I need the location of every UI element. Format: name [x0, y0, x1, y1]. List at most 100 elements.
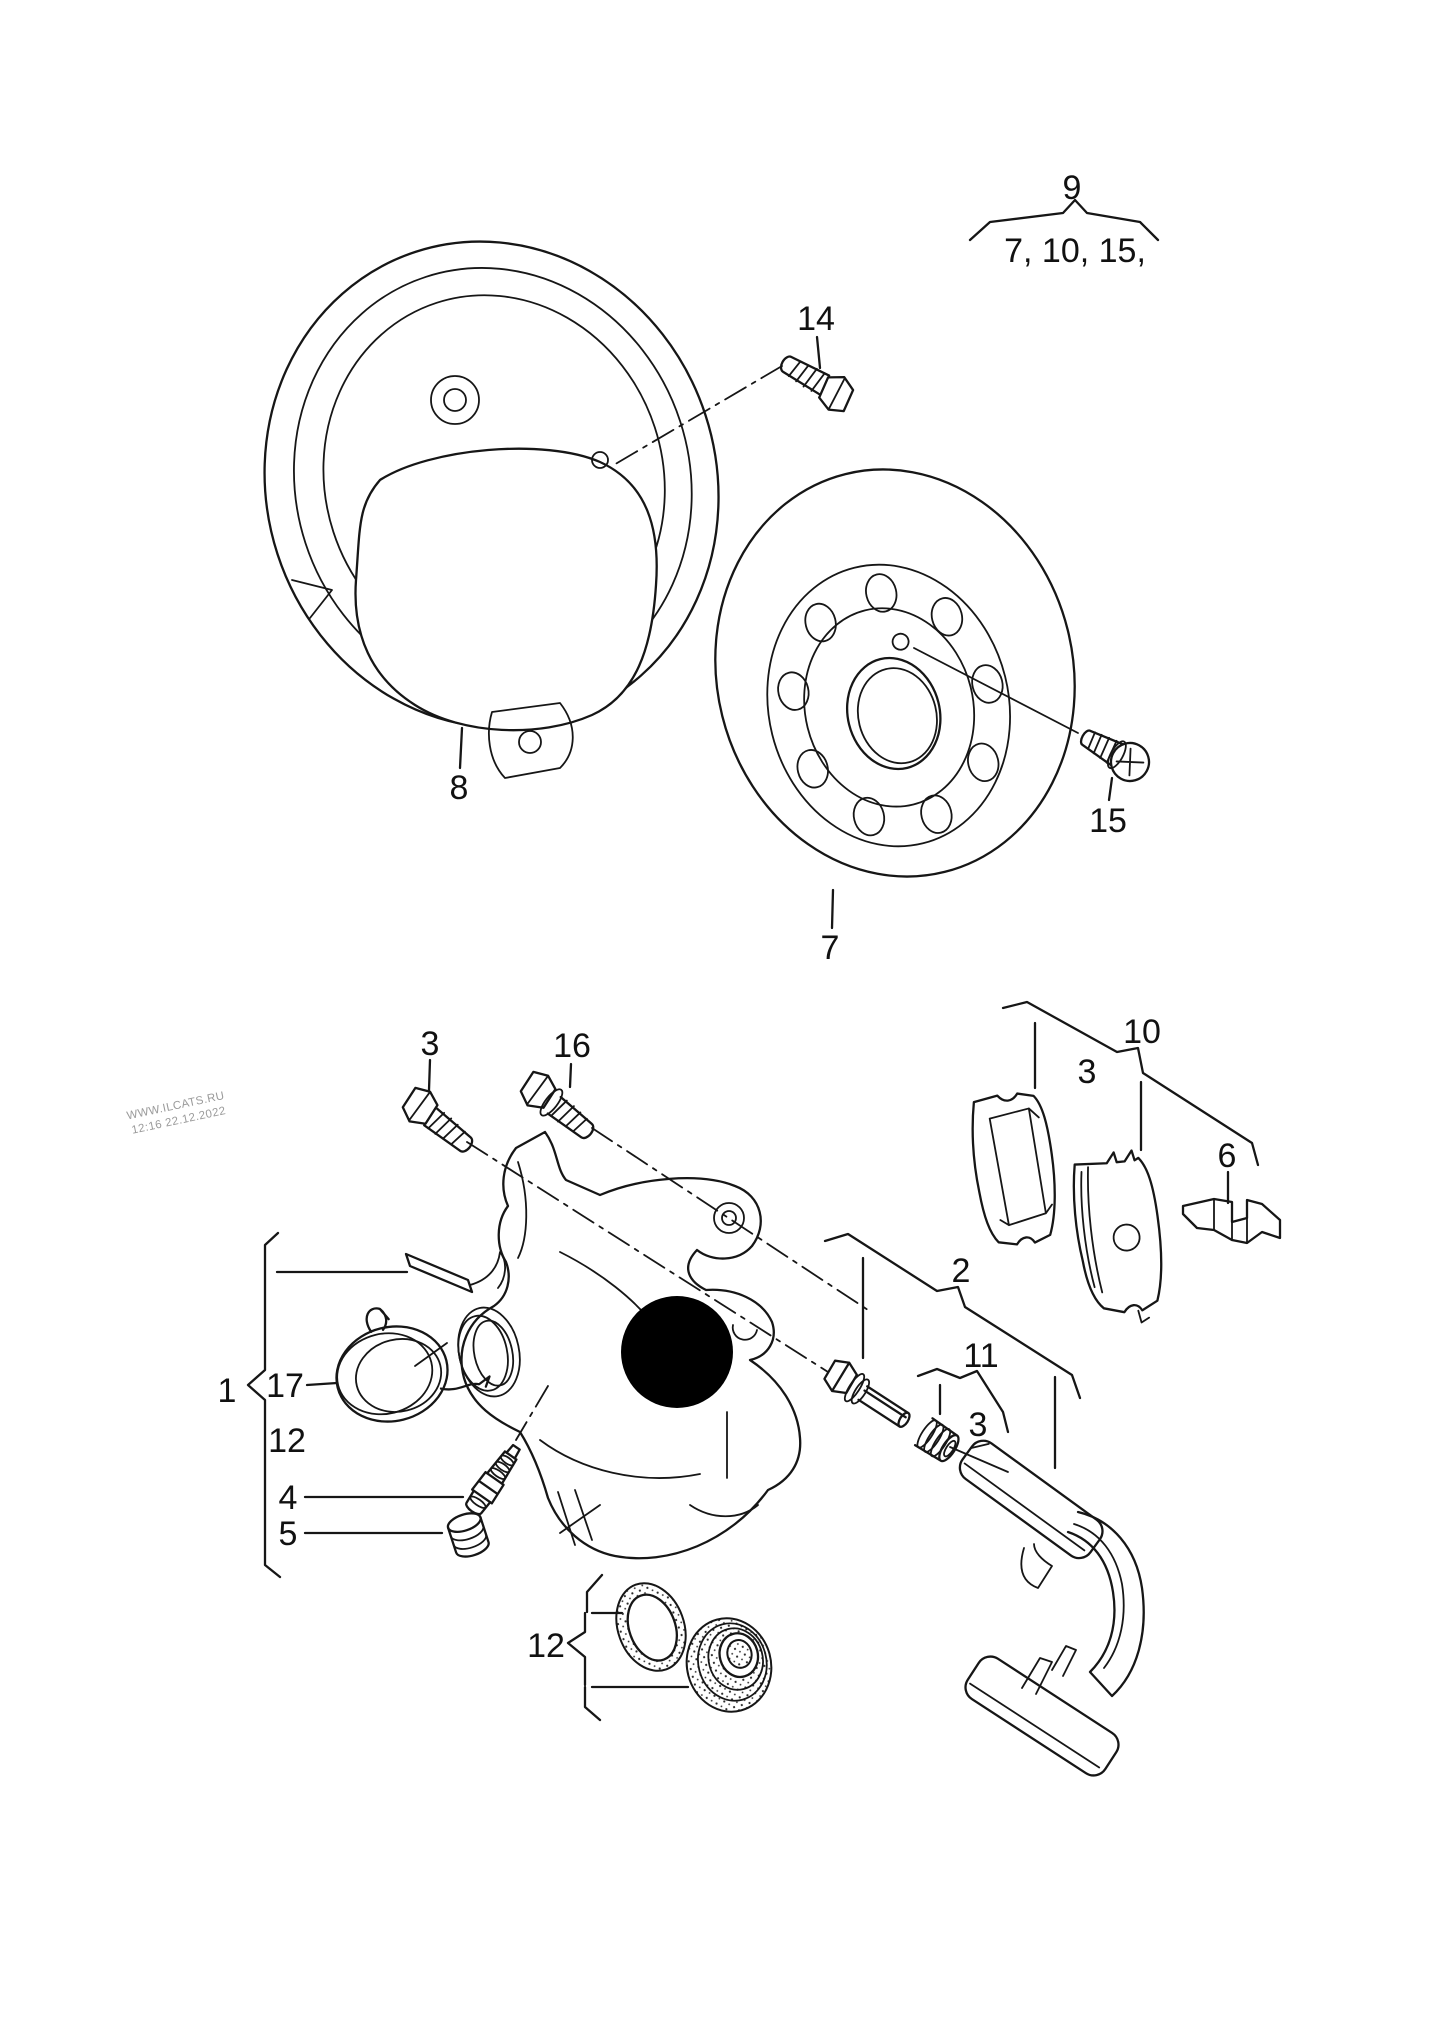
cap-rib	[450, 1524, 488, 1550]
sleeve-bore	[943, 1439, 957, 1458]
thread	[469, 1495, 487, 1509]
shield-lower-hole	[518, 730, 542, 754]
disc-set-screw-hole	[891, 632, 910, 651]
carrier-right-column	[1066, 1510, 1145, 1698]
brake-caliper	[404, 1130, 802, 1560]
callout-10: 10	[1123, 1013, 1161, 1051]
bolt-hole	[852, 796, 886, 837]
callout-14-leader	[815, 335, 822, 370]
callout-2: 2	[952, 1252, 971, 1290]
lever-hook	[469, 1251, 506, 1289]
hex-bolt-14	[779, 355, 855, 413]
spring-tail	[439, 1375, 491, 1391]
callout-3-pads: 3	[1078, 1053, 1097, 1091]
shield-upper-boss-hole	[443, 388, 467, 412]
phillips-cross-icon	[1115, 747, 1145, 777]
bleeder-axis	[515, 1385, 549, 1441]
caliper-flange-line	[517, 1161, 528, 1259]
kit-12-brace	[566, 1573, 604, 1722]
parking-lever-bar	[404, 1252, 474, 1294]
caliper-ear-hole-inner	[721, 1210, 737, 1226]
boot-fold	[707, 1627, 764, 1691]
caliper-contour-bottom	[539, 1439, 701, 1479]
disc-center-bore	[845, 656, 942, 771]
rail-edge	[963, 1442, 1086, 1552]
bleeder-hex	[470, 1470, 505, 1505]
bolt-hole	[804, 602, 837, 643]
carrier-step	[1021, 1645, 1077, 1695]
bolt-threads	[787, 360, 826, 392]
callout-3: 3	[421, 1025, 440, 1063]
callout-8-leader	[458, 726, 464, 770]
carrier-top-tab	[1020, 1543, 1053, 1589]
sleeve-rib	[916, 1419, 938, 1449]
guide-sleeve-11	[913, 1417, 960, 1463]
pad-plate-outline	[971, 1092, 1056, 1246]
callout-labels: 9 7, 10, 15, 14 8 7 15 3 16 1 17 12 4 5 …	[218, 169, 1237, 1665]
disc-bore-inner	[856, 667, 938, 765]
sleeve-pointer	[949, 1446, 1009, 1473]
pad-plate-outline	[1072, 1149, 1163, 1314]
bleeder-valve-4	[465, 1443, 521, 1516]
caliper-foot-pad	[689, 1504, 759, 1518]
bolt-hole	[971, 664, 1004, 704]
retaining-clip-6	[1181, 1197, 1282, 1245]
shield-left-tab	[291, 579, 333, 619]
pin-shaft	[857, 1385, 910, 1428]
disc-set-screw-15	[1079, 729, 1151, 783]
brake-pad-inner	[971, 1092, 1056, 1246]
coil	[457, 1314, 509, 1392]
piston-seal-ring	[615, 1582, 687, 1672]
bolt-hole	[796, 749, 829, 789]
callout-14: 14	[797, 300, 835, 338]
bolt-threads	[550, 1099, 588, 1133]
caliper-lower-ear-hole	[731, 1324, 758, 1341]
bolt-hole	[777, 671, 810, 711]
callout-8: 8	[450, 769, 469, 807]
bolt-14-axis	[611, 365, 783, 467]
installed-spring-coil	[457, 1306, 521, 1398]
carrier-bottom-rail	[964, 1655, 1120, 1777]
seal-inner	[626, 1593, 678, 1662]
bolt-head-facet	[818, 376, 846, 411]
callout-9: 9	[1063, 169, 1082, 207]
shield-center-cutout	[354, 447, 658, 732]
callout-1: 1	[218, 1372, 237, 1410]
bolt-collar	[539, 1088, 564, 1117]
callout-15: 15	[1089, 802, 1127, 840]
callout-9-items: 7, 10, 15,	[1004, 232, 1146, 270]
pads-10-bracket	[1001, 1000, 1260, 1167]
callout-12-lower: 12	[527, 1627, 565, 1665]
splash-shield	[263, 240, 720, 779]
carrier-2-bracket	[823, 1232, 1082, 1400]
pad-carrier	[958, 1439, 1145, 1777]
pin-collar	[843, 1373, 866, 1403]
coil	[355, 1338, 443, 1413]
screw-cone	[1107, 740, 1127, 770]
callout-5: 5	[279, 1515, 298, 1553]
shield-lower-tab	[488, 702, 574, 779]
coil	[472, 1319, 515, 1387]
callout-16: 16	[553, 1027, 591, 1065]
bolt-hole	[967, 742, 1000, 782]
kit-1-bracket	[246, 1231, 282, 1579]
disc-hub-face	[766, 563, 1011, 848]
thread	[494, 1460, 511, 1474]
callout-3-sleeve: 3	[969, 1406, 988, 1444]
blacked-out-region	[621, 1296, 733, 1408]
bolt-16-axis	[591, 1127, 869, 1311]
bolt-threads	[427, 1111, 466, 1145]
caliper-bolt-16	[519, 1070, 595, 1140]
spring-pointer	[414, 1342, 448, 1367]
caliper-ear-hole-outer	[713, 1202, 745, 1234]
bleeder-tip	[505, 1443, 521, 1460]
bleeder-cap-5	[446, 1512, 490, 1558]
callout-11: 11	[963, 1337, 998, 1375]
piston-dust-boot	[685, 1617, 773, 1713]
boot-fold	[697, 1622, 768, 1702]
brake-disc	[714, 468, 1076, 878]
screw-head	[1109, 741, 1151, 783]
callout-7-leader	[830, 888, 835, 930]
